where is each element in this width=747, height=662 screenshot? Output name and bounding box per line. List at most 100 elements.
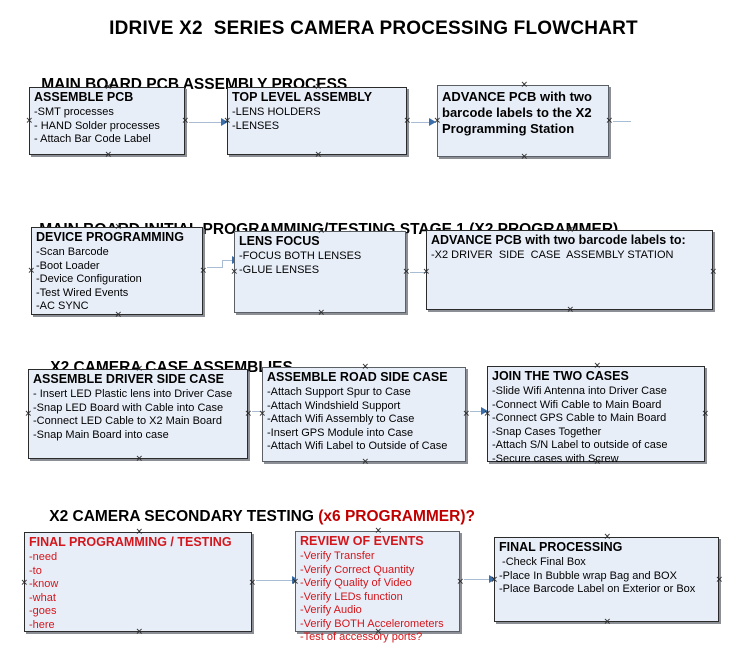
box-title: LENS FOCUS <box>239 234 320 248</box>
connection-handle-right[interactable] <box>245 411 252 418</box>
connection-handle-bottom[interactable] <box>604 619 611 626</box>
connector-line <box>222 260 223 268</box>
connection-handle-right[interactable] <box>403 269 410 276</box>
connection-handle-right[interactable] <box>200 268 207 275</box>
box-line: -Place In Bubble wrap Bag and BOX <box>499 569 677 582</box>
connection-handle-right[interactable] <box>404 118 411 125</box>
box-advance-pcb-driver-side-case[interactable]: ADVANCE PCB with two barcode labels to: … <box>426 230 713 310</box>
box-line: -Place Barcode Label on Exterior or Box <box>499 583 696 595</box>
box-line: -Verify BOTH Accelerometers <box>300 617 444 630</box>
box-line: -SMT processes <box>34 106 114 118</box>
connector-arrowhead <box>221 118 228 126</box>
box-join-the-two-cases[interactable]: JOIN THE TWO CASES -Slide Wifi Antenna i… <box>487 366 705 465</box>
connection-handle-bottom[interactable] <box>105 152 112 159</box>
box-line: -Secure cases with Screw <box>492 452 619 465</box>
box-line: -Insert GPS Module into Case <box>267 426 414 439</box>
box-device-programming[interactable]: DEVICE PROGRAMMING -Scan Barcode -Boot L… <box>31 227 203 315</box>
connection-handle-left[interactable] <box>28 268 35 275</box>
connector-arrowhead <box>429 118 436 126</box>
box-join-the-two-cases-content: JOIN THE TWO CASES -Slide Wifi Antenna i… <box>492 369 702 466</box>
box-lens-focus[interactable]: LENS FOCUS -FOCUS BOTH LENSES -GLUE LENS… <box>234 231 406 313</box>
box-assemble-road-side-case[interactable]: ASSEMBLE ROAD SIDE CASE -Attach Support … <box>262 367 466 462</box>
box-assemble-driver-side-case-content: ASSEMBLE DRIVER SIDE CASE - Insert LED P… <box>33 372 245 442</box>
box-device-programming-content: DEVICE PROGRAMMING -Scan Barcode -Boot L… <box>36 230 200 314</box>
box-line: -Snap LED Board with Cable into Case <box>33 401 224 414</box>
connection-handle-right[interactable] <box>249 580 256 587</box>
box-line: -Verify Quality of Video <box>300 577 412 589</box>
box-final-programming-testing-content: FINAL PROGRAMMING / TESTING -need -to -k… <box>29 535 249 632</box>
connection-handle-right[interactable] <box>606 118 613 125</box>
box-line: -Scan Barcode <box>36 246 109 258</box>
box-title: FINAL PROGRAMMING / TESTING <box>29 535 232 549</box>
box-line: - HAND Solder processes <box>34 119 160 132</box>
connection-handle-left[interactable] <box>231 269 238 276</box>
connection-handle-bottom[interactable] <box>315 152 322 159</box>
box-title: DEVICE PROGRAMMING <box>36 230 184 244</box>
connector-line <box>252 411 270 412</box>
connection-handle-right[interactable] <box>716 577 723 584</box>
box-line: -Snap Main Board into case <box>33 428 169 441</box>
box-top-level-assembly[interactable]: TOP LEVEL ASSEMBLY -LENS HOLDERS -LENSES <box>227 87 407 155</box>
connection-handle-left[interactable] <box>25 411 32 418</box>
box-line: -goes <box>29 605 57 617</box>
connector-line <box>207 267 223 268</box>
box-review-of-events[interactable]: REVIEW OF EVENTS -Verify Transfer -Verif… <box>295 531 460 643</box>
box-line: -Slide Wifi Antenna into Driver Case <box>492 385 667 397</box>
box-line: - Insert LED Plastic lens into Driver Ca… <box>33 388 233 400</box>
box-final-processing[interactable]: FINAL PROCESSING -Check Final Box -Place… <box>494 537 719 622</box>
connector-line <box>222 260 236 261</box>
box-line: -GLUE LENSES <box>239 263 320 276</box>
box-assemble-pcb-content: ASSEMBLE PCB -SMT processes - HAND Solde… <box>34 90 182 147</box>
connection-handle-bottom[interactable] <box>362 459 369 466</box>
box-line: -Verify Correct Quantity <box>300 563 415 576</box>
connection-handle-bottom[interactable] <box>136 456 143 463</box>
box-line: -Attach Wifi Assembly to Case <box>267 413 415 425</box>
box-line: -Check Final Box <box>499 556 586 568</box>
section-heading-x2-camera-secondary-testing: X2 CAMERA SECONDARY TESTING (x6 PROGRAMM… <box>32 490 475 544</box>
connection-handle-right[interactable] <box>463 411 470 418</box>
box-line: -Verify Transfer <box>300 550 375 562</box>
box-title: TOP LEVEL ASSEMBLY <box>232 90 373 104</box>
box-line-overflow: -Test of accessory ports? <box>300 631 423 643</box>
connection-handle-bottom[interactable] <box>318 310 325 317</box>
connection-handle-left[interactable] <box>26 118 33 125</box>
box-line: -FOCUS BOTH LENSES <box>239 250 362 262</box>
box-line: -LENSES <box>232 119 280 132</box>
box-final-programming-testing[interactable]: FINAL PROGRAMMING / TESTING -need -to -k… <box>24 532 252 632</box>
connector-arrowhead <box>481 407 488 415</box>
box-line: -Verify LEDs function <box>300 590 403 603</box>
box-line: -Test Wired Events <box>36 286 129 299</box>
connection-handle-bottom[interactable] <box>521 154 528 161</box>
connector-line <box>189 122 226 123</box>
box-line: -Boot Loader <box>36 259 100 272</box>
page-title: IDRIVE X2 SERIES CAMERA PROCESSING FLOWC… <box>109 18 638 39</box>
connector-line <box>411 122 433 123</box>
connection-handle-bottom[interactable] <box>567 307 574 314</box>
box-line: -Attach Support Spur to Case <box>267 386 411 398</box>
box-title: JOIN THE TWO CASES <box>492 369 629 383</box>
connection-handle-right[interactable] <box>702 411 709 418</box>
box-advance-pcb-programming-station[interactable]: ADVANCE PCB with two barcode labels to t… <box>437 85 609 157</box>
connection-handle-left[interactable] <box>21 580 28 587</box>
box-line: -Connect LED Cable to X2 Main Board <box>33 415 222 427</box>
box-assemble-driver-side-case[interactable]: ASSEMBLE DRIVER SIDE CASE - Insert LED P… <box>28 369 248 459</box>
box-assemble-pcb[interactable]: ASSEMBLE PCB -SMT processes - HAND Solde… <box>29 87 185 155</box>
connector-line <box>410 272 432 273</box>
box-line: -Attach Windshield Support <box>267 399 401 412</box>
box-final-processing-content: FINAL PROCESSING -Check Final Box -Place… <box>499 540 716 597</box>
connection-handle-top[interactable] <box>521 82 528 89</box>
connection-handle-right[interactable] <box>710 269 717 276</box>
box-line: -know <box>29 578 59 590</box>
connector-line <box>464 579 494 580</box>
box-review-of-events-content: REVIEW OF EVENTS -Verify Transfer -Verif… <box>300 534 457 645</box>
box-line: -Connect GPS Cable to Main Board <box>492 412 667 424</box>
box-line: -LENS HOLDERS <box>232 106 321 118</box>
box-title: ASSEMBLE ROAD SIDE CASE <box>267 370 448 384</box>
box-line: -need <box>29 551 58 563</box>
box-title: ADVANCE PCB with two barcode labels to: <box>431 233 686 247</box>
connection-handle-left[interactable] <box>259 411 266 418</box>
connection-handle-right[interactable] <box>182 118 189 125</box>
connection-handle-right[interactable] <box>457 579 464 586</box>
box-title: REVIEW OF EVENTS <box>300 534 424 548</box>
box-line: -Device Configuration <box>36 273 142 285</box>
